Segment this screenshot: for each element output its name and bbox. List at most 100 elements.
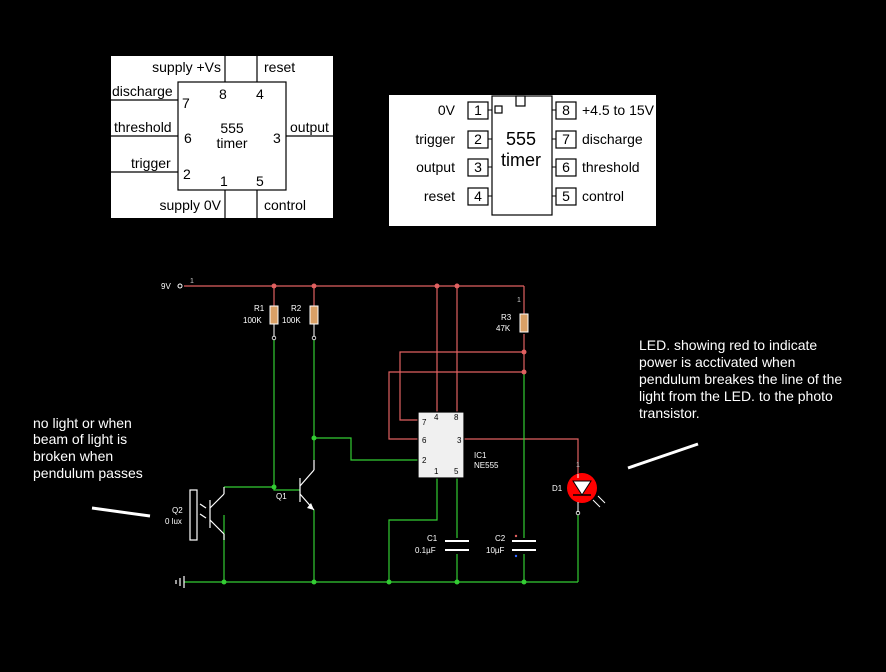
panel-background [111, 56, 333, 218]
ic-pin-1: 1 [434, 467, 439, 476]
ic-pin-5: 5 [454, 467, 459, 476]
chip-label-555: 555 [506, 129, 536, 149]
dip-pin-6-number: 6 [562, 159, 570, 175]
supply-terminal [177, 283, 183, 289]
panel-background [389, 95, 656, 226]
pin-7-number: 7 [182, 95, 190, 111]
note-right-line-5: transistor. [639, 405, 700, 421]
ground-junctions [221, 435, 527, 585]
note-left: no light or when beam of light is broken… [33, 415, 151, 518]
resistor-r1-icon [269, 305, 279, 325]
ic1-chip [417, 411, 465, 479]
pinout-panel-functional: supply +Vs reset supply 0V control disch… [111, 56, 333, 218]
label-threshold: threshold [114, 119, 172, 135]
dip-pin-4-number: 4 [474, 188, 482, 204]
resistor-r2-icon [309, 305, 319, 325]
q1-emitter-arrow [307, 503, 314, 510]
dip-pin-2-number: 2 [474, 131, 482, 147]
c1-value: 0.1µF [415, 546, 436, 555]
note-right-line-3: pendulum breakes the line of the [639, 371, 842, 387]
note-right-line-1: LED. showing red to indicate [639, 337, 817, 353]
pin-8-number: 8 [219, 86, 227, 102]
ic-pin-3: 3 [457, 436, 462, 445]
c2-value: 10µF [486, 546, 505, 555]
block-title-555: 555 [220, 120, 244, 136]
dip-pin-1-label: 0V [438, 102, 456, 118]
pinout-panel-dip: 555 timer 1 2 3 4 0V trigger output rese… [389, 95, 656, 226]
pin-3-number: 3 [273, 130, 281, 146]
r1-name: R1 [254, 304, 265, 313]
note-left-line-4: pendulum passes [33, 465, 143, 481]
dip-pin-3-label: output [416, 159, 455, 175]
dip-pin-5-label: control [582, 188, 624, 204]
ic-pin-6: 6 [422, 436, 427, 445]
dip-pin-1-number: 1 [474, 102, 482, 118]
pin-1-number: 1 [220, 173, 228, 189]
note-right-line-2: power is acctivated when [639, 354, 795, 370]
note-right-line-4: light from the LED. to the photo [639, 388, 833, 404]
c1-name: C1 [427, 534, 438, 543]
resistor-r3-icon [519, 313, 529, 333]
supply-rail [184, 285, 579, 474]
label-trigger: trigger [131, 155, 171, 171]
q2-name: Q2 [172, 506, 183, 515]
supply-junctions [271, 283, 527, 375]
q1-name: Q1 [276, 492, 287, 501]
label-reset: reset [264, 59, 295, 75]
c2-name: C2 [495, 534, 506, 543]
chip-notch [515, 95, 526, 107]
r3-name: R3 [501, 313, 512, 322]
pin-4-number: 4 [256, 86, 264, 102]
ic-pin-2: 2 [422, 456, 427, 465]
note-left-line-3: broken when [33, 448, 113, 464]
ground-and-signal-wiring [184, 340, 579, 583]
label-supply-0v: supply 0V [160, 197, 222, 213]
supply-9v-label: 9V [161, 282, 171, 291]
dip-pin-8-number: 8 [562, 102, 570, 118]
r3-value: 47K [496, 324, 511, 333]
label-output: output [290, 119, 329, 135]
pin-6-number: 6 [184, 130, 192, 146]
ic-pin-4: 4 [434, 413, 439, 422]
dip-pin-8-label: +4.5 to 15V [582, 102, 655, 118]
dip-pin-5-number: 5 [562, 188, 570, 204]
dip-pin-3-number: 3 [474, 159, 482, 175]
dip-pin-7-number: 7 [562, 131, 570, 147]
chip-label-timer: timer [501, 150, 541, 170]
r2-value: 100K [282, 316, 301, 325]
led-light-rays-icon [592, 495, 606, 508]
dip-pin-2-label: trigger [415, 131, 455, 147]
note-left-line-1: no light or when [33, 415, 132, 431]
ic-pin-7: 7 [422, 418, 427, 427]
phototransistor-q2-icon [189, 487, 225, 541]
note-left-line-2: beam of light is [33, 431, 127, 447]
capacitor-c1-icon [445, 540, 469, 551]
pin1-marker [494, 105, 503, 114]
q2-value: 0 lux [165, 517, 182, 526]
pin-5-number: 5 [256, 173, 264, 189]
ic1-name: IC1 [474, 451, 487, 460]
r1-value: 100K [243, 316, 262, 325]
transistor-q1-icon [299, 460, 315, 511]
ic1-part: NE555 [474, 461, 499, 470]
label-discharge: discharge [112, 83, 173, 99]
block-title-timer: timer [216, 135, 247, 151]
pin-2-number: 2 [183, 166, 191, 182]
dip-pin-4-label: reset [424, 188, 455, 204]
d1-name: D1 [552, 484, 563, 493]
ic-pin-8: 8 [454, 413, 459, 422]
note-left-pointer [91, 506, 151, 518]
ground-symbol-icon [175, 576, 185, 588]
schematic: 9V 1 R1 100K R2 100K 1 R3 47K [161, 278, 606, 588]
d1-pin-label: 1 [576, 462, 580, 469]
note-right: LED. showing red to indicate power is ac… [627, 337, 842, 470]
r2-name: R2 [291, 304, 302, 313]
r3-pin-label: 1 [517, 297, 521, 304]
dip-pin-7-label: discharge [582, 131, 643, 147]
label-supply-vs: supply +Vs [152, 59, 221, 75]
dip-pin-6-label: threshold [582, 159, 640, 175]
supply-pin-label: 1 [190, 278, 194, 285]
capacitor-c2-icon [512, 540, 536, 551]
note-right-pointer [627, 442, 699, 470]
